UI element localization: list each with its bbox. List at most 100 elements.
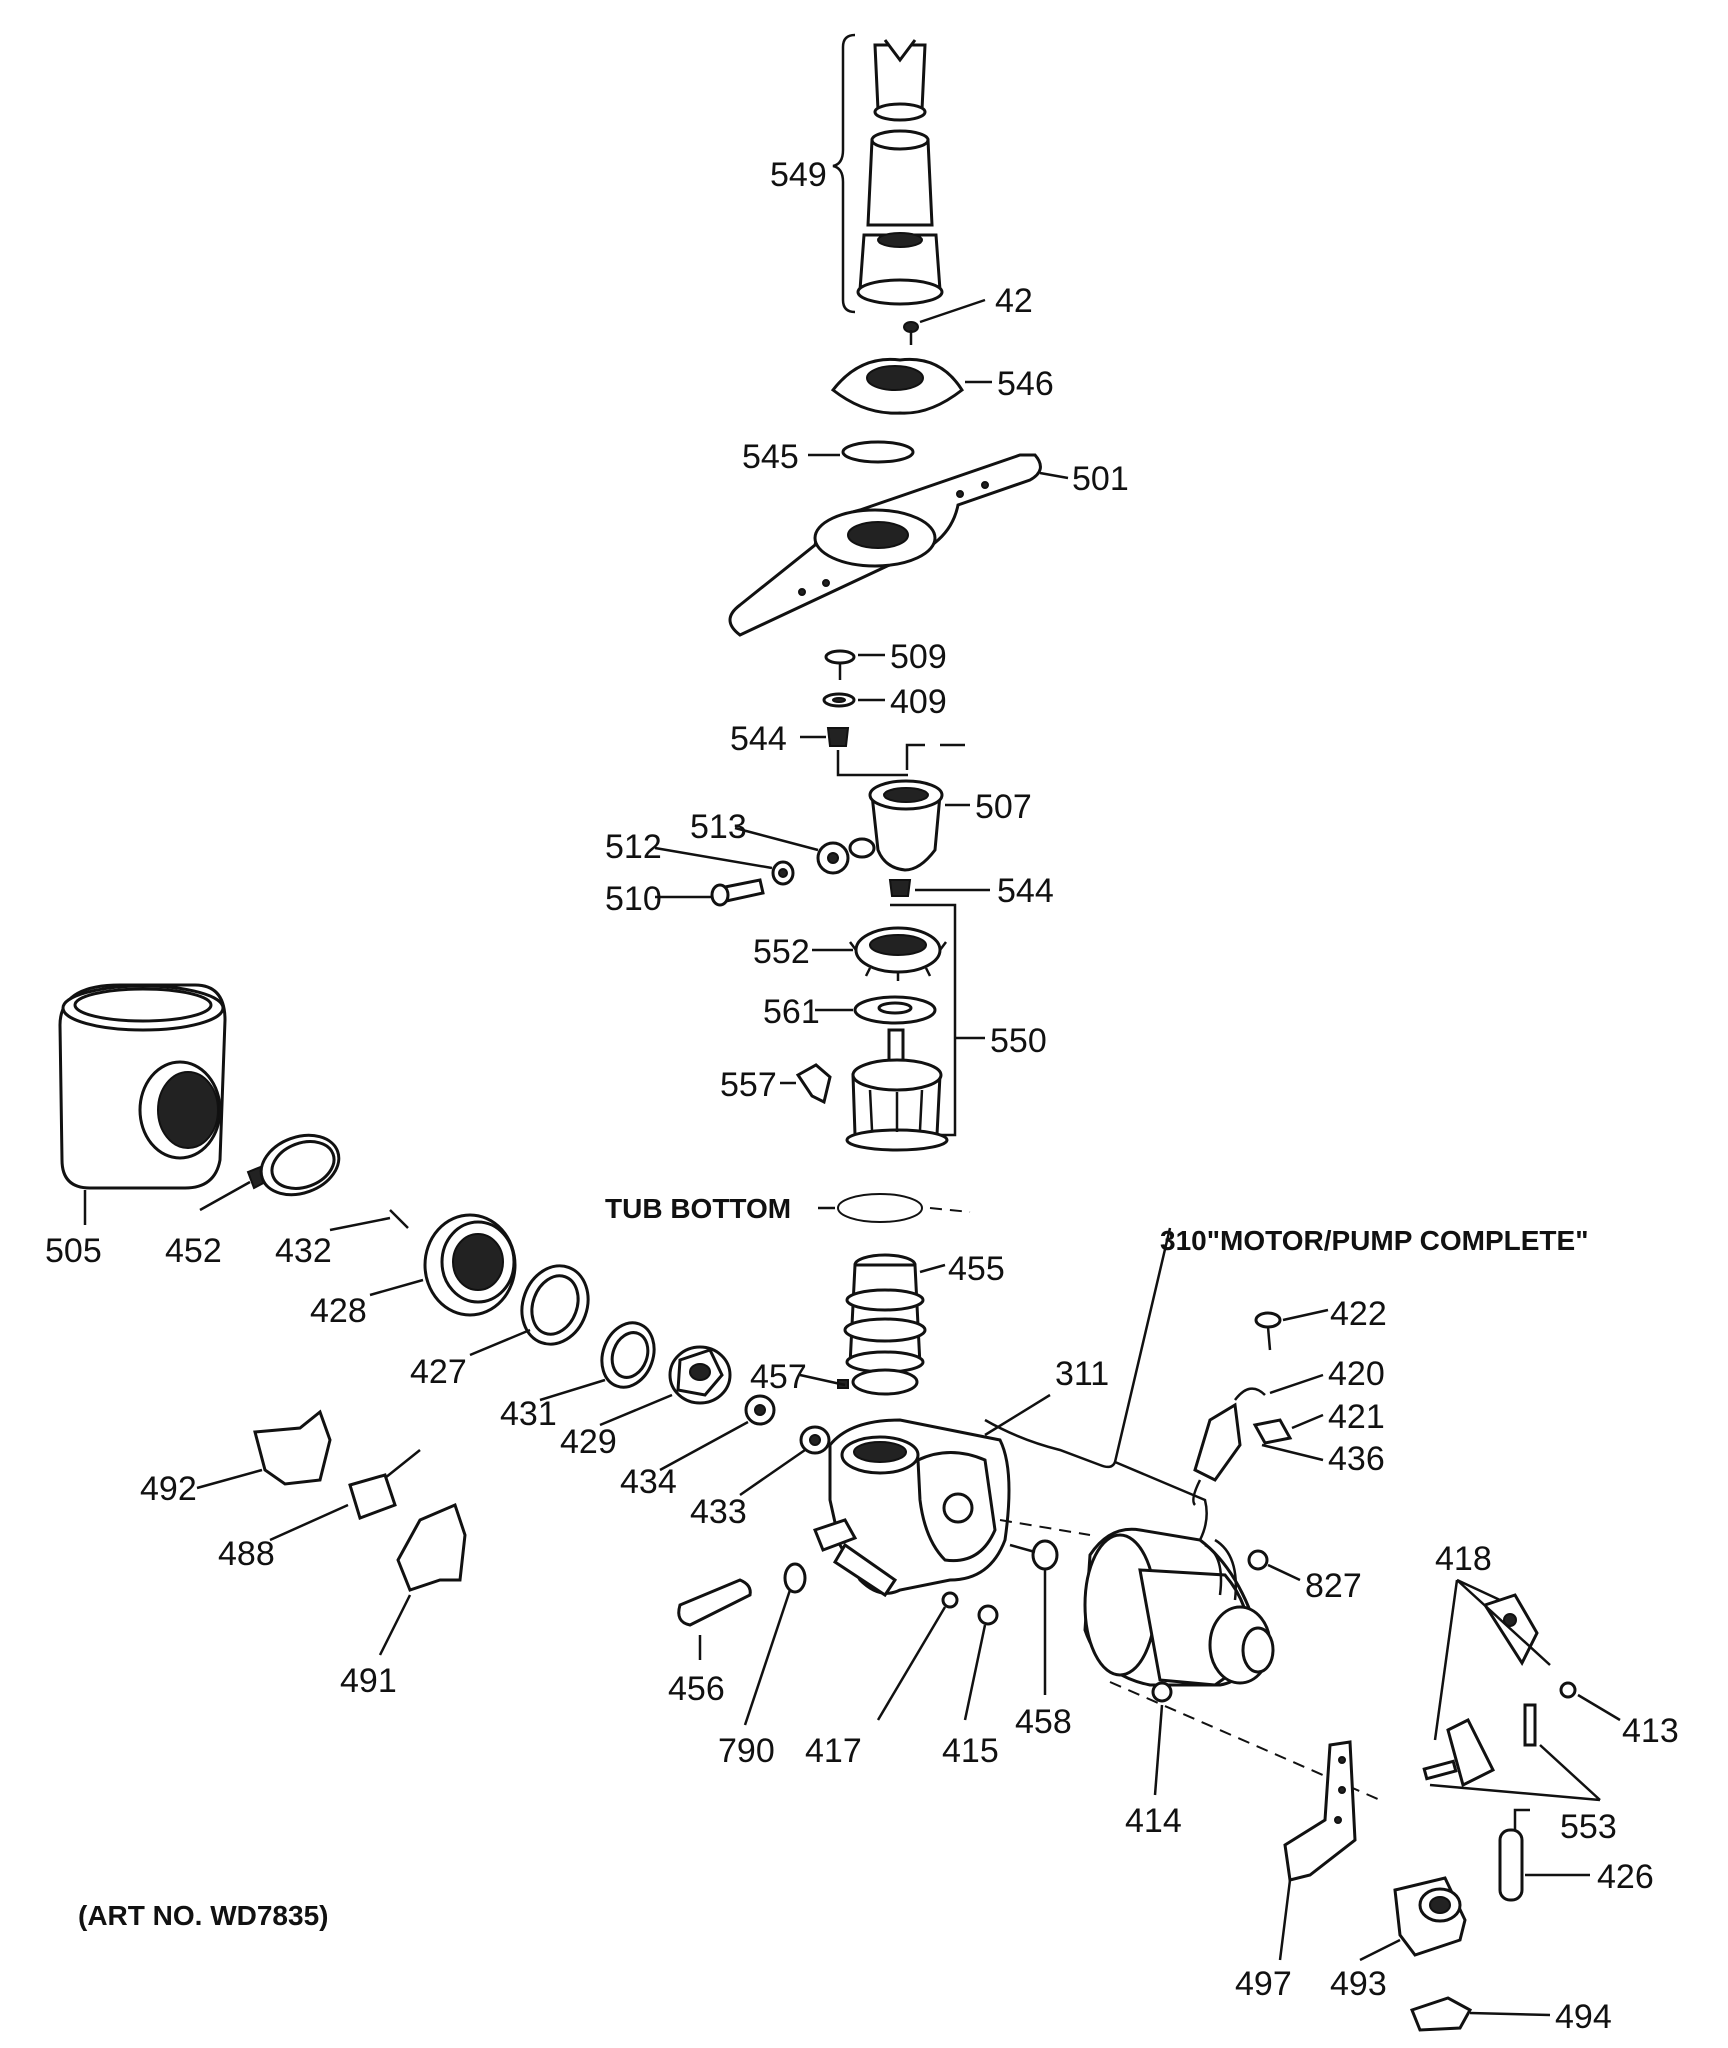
- part-456-hose: [677, 1578, 752, 1660]
- callout-494: 494: [1555, 1998, 1612, 2036]
- callout-501: 501: [1072, 460, 1129, 498]
- callout-42: 42: [995, 282, 1033, 320]
- callout-510: 510: [605, 880, 662, 918]
- part-510-bolt: [655, 878, 765, 907]
- callout-415: 415: [942, 1732, 999, 1770]
- callout-561: 561: [763, 993, 820, 1031]
- callout-513: 513: [690, 808, 747, 846]
- callout-550: 550: [990, 1022, 1047, 1060]
- callout-409: 409: [890, 683, 947, 721]
- callout-455: 455: [948, 1250, 1005, 1288]
- part-436-lead: [1261, 1443, 1324, 1462]
- callout-421: 421: [1328, 1398, 1385, 1436]
- callout-420: 420: [1328, 1355, 1385, 1393]
- part-421-clip: [1252, 1413, 1324, 1445]
- part-409-washer: [822, 692, 885, 708]
- callout-546: 546: [997, 365, 1054, 403]
- part-790-clamp: [743, 1562, 807, 1726]
- callout-428: 428: [310, 1292, 367, 1330]
- part-417-washer: [876, 1591, 959, 1721]
- callout-426: 426: [1597, 1858, 1654, 1896]
- part-434-nut: [659, 1394, 776, 1472]
- part-512-washer: [654, 846, 795, 886]
- part-458-bushing: [1009, 1539, 1059, 1695]
- part-42-screw: [903, 298, 986, 345]
- part-433-seal: [739, 1425, 831, 1497]
- callout-434: 434: [620, 1463, 677, 1501]
- callout-433: 433: [690, 1493, 747, 1531]
- callout-414: 414: [1125, 1802, 1182, 1840]
- part-494-plunger: [1410, 1996, 1551, 2032]
- part-413-pin: [1559, 1681, 1621, 1722]
- part-420-spring: [1192, 1373, 1324, 1506]
- art-number: (ART NO. WD7835): [78, 1900, 328, 1931]
- callout-509: 509: [890, 638, 947, 676]
- callout-488: 488: [218, 1535, 275, 1573]
- part-497-bracket: [1278, 1740, 1357, 1961]
- callout-552: 552: [753, 933, 810, 971]
- callout-512: 512: [605, 828, 662, 866]
- part-501-spray-arm: [728, 453, 1069, 637]
- callout-492: 492: [140, 1470, 197, 1508]
- part-509-screw: [824, 649, 885, 680]
- motor: [1083, 1527, 1275, 1687]
- part-431-ring: [539, 1321, 656, 1402]
- callout-417: 417: [805, 1732, 862, 1770]
- callout-427: 427: [410, 1353, 467, 1391]
- part-432-band: [259, 1133, 341, 1197]
- callout-456: 456: [668, 1670, 725, 1708]
- tub-bottom-ring: [818, 1193, 971, 1223]
- part-428-filter: [329, 1209, 517, 1317]
- callout-436: 436: [1328, 1440, 1385, 1478]
- part-552-gear-ring: [812, 926, 947, 981]
- callout-431: 431: [500, 1395, 557, 1433]
- callout-557: 557: [720, 1066, 777, 1104]
- part-553-springs: [1422, 1703, 1601, 1802]
- part-457-clamp: [799, 1368, 919, 1396]
- callout-505: 505: [45, 1232, 102, 1270]
- part-505-inlet-chamber: [58, 983, 227, 1225]
- callout-432: 432: [275, 1232, 332, 1270]
- callout-544-bottom: 544: [997, 872, 1054, 910]
- part-418-lever: [1433, 1578, 1551, 1788]
- callout-544-top: 544: [730, 720, 787, 758]
- part-550-pump-housing: [845, 1028, 949, 1152]
- part-488-switch: [269, 1449, 421, 1542]
- callout-827: 827: [1305, 1567, 1362, 1605]
- part-549-tube-assembly: [832, 33, 944, 314]
- part-414-screw: [1151, 1681, 1173, 1796]
- callout-545: 545: [742, 438, 799, 476]
- callout-429: 429: [560, 1423, 617, 1461]
- callout-790: 790: [718, 1732, 775, 1770]
- part-557-clip: [780, 1063, 832, 1105]
- part-513-gear: [734, 826, 850, 875]
- part-544-nozzle-top: [800, 727, 965, 777]
- callout-497: 497: [1235, 1965, 1292, 2003]
- callout-491: 491: [340, 1662, 397, 1700]
- callout-507: 507: [975, 788, 1032, 826]
- part-415-nut: [963, 1604, 999, 1721]
- part-492-bracket: [196, 1409, 332, 1490]
- callout-457: 457: [750, 1358, 807, 1396]
- part-455-bellows: [843, 1253, 946, 1374]
- callout-452: 452: [165, 1232, 222, 1270]
- callout-413: 413: [1622, 1712, 1679, 1750]
- callout-493: 493: [1330, 1965, 1387, 2003]
- part-493-solenoid: [1359, 1876, 1467, 1962]
- part-426-rod: [1498, 1808, 1590, 1902]
- callout-422: 422: [1330, 1295, 1387, 1333]
- tub-bottom-label: TUB BOTTOM: [605, 1193, 791, 1224]
- part-561-washer: [815, 995, 937, 1025]
- part-827-screw: [1247, 1549, 1301, 1582]
- callout-418: 418: [1435, 1540, 1492, 1578]
- callout-553: 553: [1560, 1808, 1617, 1846]
- part-427-ring: [469, 1264, 590, 1357]
- motor-pump-complete-label: 310"MOTOR/PUMP COMPLETE": [1160, 1225, 1588, 1256]
- part-311-pump-body: [813, 1393, 1051, 1598]
- callout-311: 311: [1055, 1355, 1109, 1393]
- part-507-hub: [848, 779, 970, 872]
- part-491-bracket: [378, 1502, 467, 1656]
- part-429-impeller: [599, 1345, 732, 1427]
